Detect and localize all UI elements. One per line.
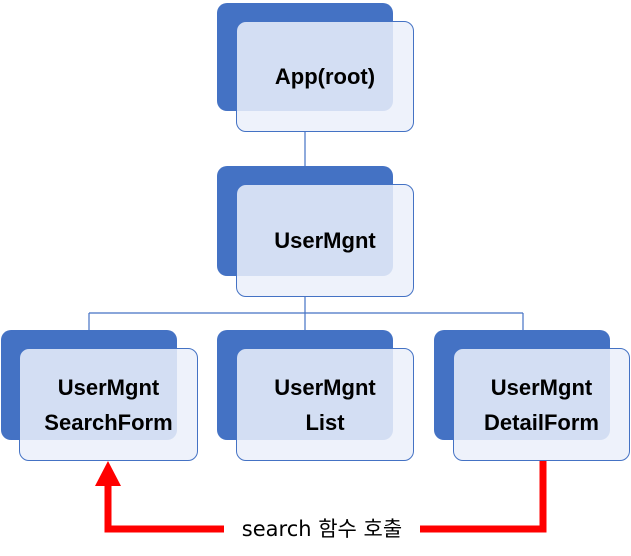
node-app-root-label: App(root) xyxy=(274,64,376,89)
node-usermgnt-list-line2: List xyxy=(305,409,345,435)
node-usermgnt-list: UserMgnt List xyxy=(217,330,416,462)
node-usermgnt-detailform-line1: UserMgnt xyxy=(490,374,593,400)
node-usermgnt-searchform-line1: UserMgnt xyxy=(57,374,160,400)
node-usermgnt-detailform-box: UserMgnt DetailForm xyxy=(453,348,630,461)
search-call-label: search 함수 호출 xyxy=(224,511,420,545)
node-usermgnt-searchform: UserMgnt SearchForm xyxy=(1,330,199,462)
node-usermgnt-searchform-line2: SearchForm xyxy=(44,409,173,435)
node-usermgnt-detailform: UserMgnt DetailForm xyxy=(434,330,631,462)
node-usermgnt-searchform-box: UserMgnt SearchForm xyxy=(19,348,198,461)
node-usermgnt-list-box: UserMgnt List xyxy=(236,348,414,461)
node-usermgnt-detailform-line2: DetailForm xyxy=(484,409,599,435)
node-usermgnt: UserMgnt xyxy=(217,166,416,297)
node-usermgnt-label: UserMgnt xyxy=(274,228,376,253)
search-call-arrow-head xyxy=(95,461,121,486)
node-app-root: App(root) xyxy=(217,3,416,132)
node-usermgnt-list-line1: UserMgnt xyxy=(274,374,376,400)
node-app-root-box: App(root) xyxy=(236,21,414,132)
node-usermgnt-box: UserMgnt xyxy=(236,184,414,297)
